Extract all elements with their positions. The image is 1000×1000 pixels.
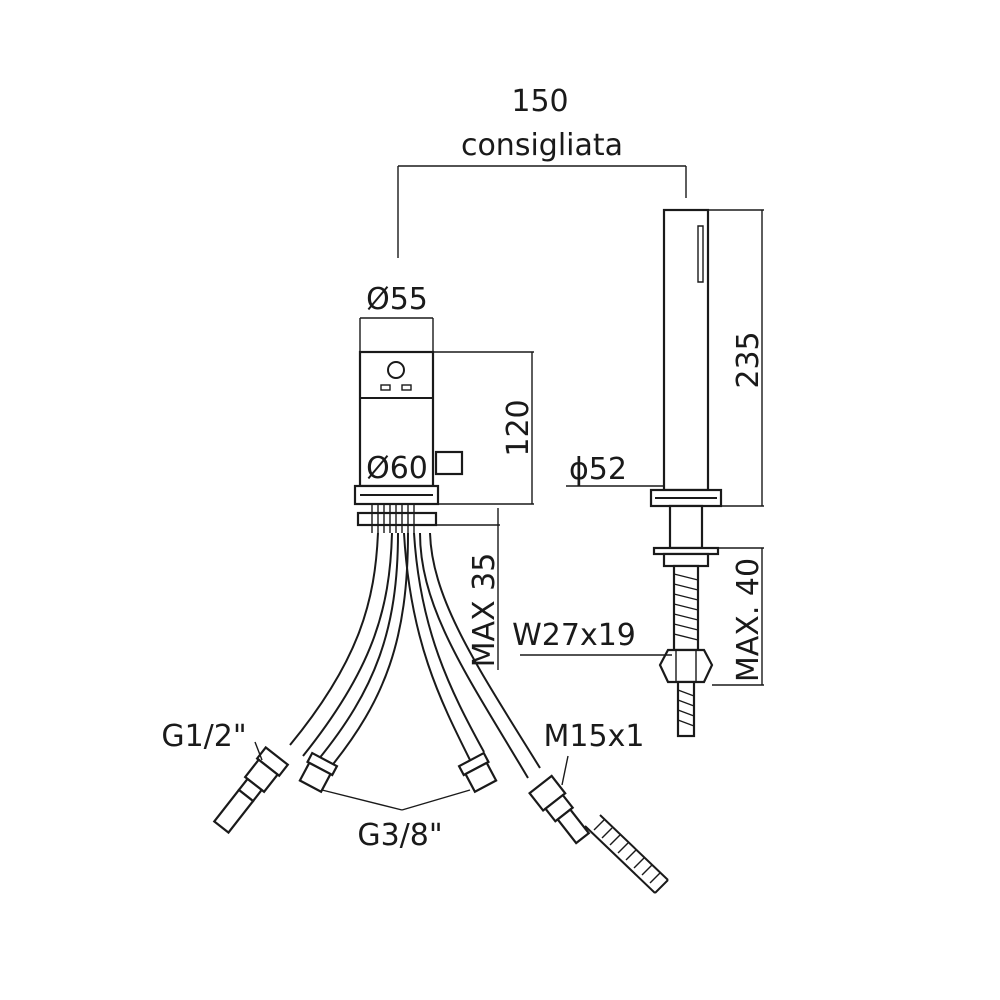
handshower-slot-icon [697, 225, 704, 283]
mixer-deck-thickness-label: MAX 35 [467, 553, 502, 668]
braided-hose [593, 819, 661, 884]
mixer-deck-nut [356, 511, 438, 527]
mixer-side-button [434, 450, 464, 476]
handshower-body [662, 208, 710, 492]
handshower-connector [528, 774, 591, 845]
spacing-dimension: 150 consigliata [397, 84, 687, 258]
mixer-base-diameter-label: Ø60 [366, 451, 428, 486]
hot-cold-inlet-label: G1/2" [161, 719, 246, 754]
spacing-value: 150 [511, 84, 568, 119]
handshower-hose-nut-label: W27x19 [512, 618, 636, 653]
handshower: 235 ϕ52 MAX. 40 W27x19 [512, 208, 766, 738]
supply-fitting-right [457, 751, 498, 794]
cold-indicator-icon [380, 384, 391, 391]
mixer-supply-hoses [212, 532, 669, 894]
mixer-height-label: 120 [501, 399, 536, 456]
mixer-cylinder [358, 350, 435, 488]
mixer-body: Ø55 Ø60 120 [353, 282, 536, 670]
handshower-diameter-label: ϕ52 [569, 452, 627, 487]
handshower-deck-thickness-label: MAX. 40 [731, 558, 766, 682]
supply-fitting-left [298, 751, 339, 794]
hot-indicator-icon [401, 384, 412, 391]
handshower-hose-thread-label: M15x1 [544, 719, 645, 754]
spacing-note: consigliata [461, 128, 623, 163]
handshower-hex-nut [658, 648, 714, 684]
supply-connection-label: G3/8" [357, 818, 442, 853]
handshower-height-label: 235 [731, 331, 766, 388]
mixer-lever-icon [387, 361, 405, 379]
mixer-top-diameter-label: Ø55 [366, 282, 428, 317]
hot-inlet-fitting [212, 745, 290, 835]
